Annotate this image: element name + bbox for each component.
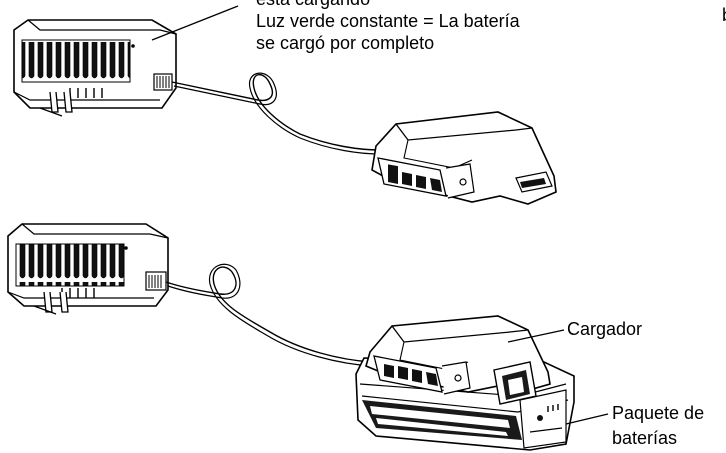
top-wall-adapter	[13, 19, 177, 117]
cargador-leader-line	[507, 329, 565, 343]
edge-text-fragment: b	[722, 4, 726, 26]
top-cable	[171, 74, 381, 151]
charger-label: Cargador	[567, 319, 643, 339]
bottom-wall-adapter	[7, 223, 169, 315]
battery-pack-label: Paquete de baterías	[612, 401, 704, 451]
led-status-line2: Luz verde constante = La batería	[256, 11, 520, 31]
top-charger-module	[371, 111, 557, 205]
battery-pack-label-line2: baterías	[612, 428, 678, 448]
top-leader-line	[151, 5, 239, 41]
paquete-leader-line	[565, 413, 609, 425]
bottom-charger-on-battery	[355, 315, 575, 451]
battery-pack-label-line1: Paquete de	[612, 403, 705, 423]
bottom-cable	[165, 266, 373, 363]
led-status-line1: está cargando	[256, 0, 520, 10]
led-status-line3: se cargó por completo	[256, 33, 435, 53]
led-status-text: está cargando Luz verde constante = La b…	[256, 0, 520, 54]
